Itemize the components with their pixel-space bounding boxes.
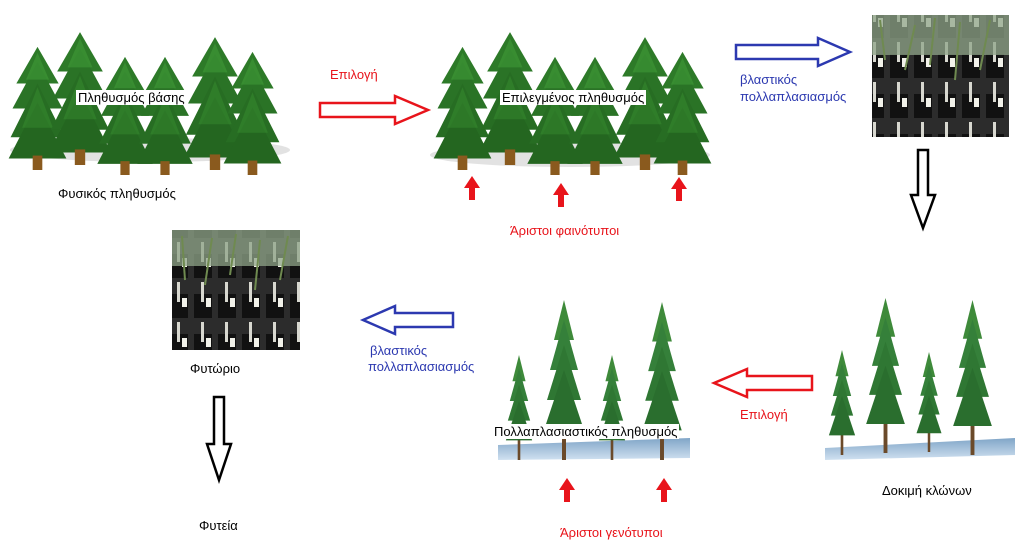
propagation-population-label: Πολλαπλασιαστικός πληθυσμός bbox=[492, 424, 680, 439]
selected-population-forest bbox=[430, 32, 712, 175]
selection-label-2: Επιλογή bbox=[740, 407, 788, 422]
vegetative-propagation-1-line2: πολλαπλασιασμός bbox=[740, 89, 847, 104]
down-arrow-left bbox=[205, 395, 233, 484]
best-genotype-markers bbox=[559, 478, 672, 502]
clone-test-label: Δοκιμή κλώνων bbox=[882, 483, 972, 498]
selection-label-1: Επιλογή bbox=[330, 67, 378, 82]
vegetative-propagation-2-line1: βλαστικός bbox=[370, 343, 428, 358]
nursery-photo-2 bbox=[172, 230, 300, 350]
plantation-label: Φυτεία bbox=[199, 518, 238, 533]
vegetative-propagation-1-line1: βλαστικός bbox=[740, 72, 798, 87]
base-population-label: Πληθυσμός βάσης bbox=[76, 90, 187, 105]
propagation-arrow-2 bbox=[359, 304, 455, 336]
base-population-forest bbox=[8, 32, 290, 175]
selection-arrow-1 bbox=[318, 94, 432, 126]
best-genotypes-label: Άριστοι γενότυποι bbox=[560, 525, 663, 540]
vegetative-propagation-label-1: βλαστικός πολλαπλασιασμός bbox=[740, 71, 846, 105]
natural-population-label: Φυσικός πληθυσμός bbox=[58, 186, 176, 201]
nursery-photo-1 bbox=[872, 15, 1009, 137]
propagation-population-trees bbox=[498, 300, 690, 460]
vegetative-propagation-label-2: βλαστικός πολλαπλασιασμός bbox=[368, 343, 474, 375]
down-arrow-right bbox=[909, 148, 937, 232]
nursery-label: Φυτώριο bbox=[190, 361, 241, 376]
clone-test-trees bbox=[825, 298, 1015, 460]
propagation-arrow-1 bbox=[734, 36, 854, 68]
best-phenotypes-label: Άριστοι φαινότυποι bbox=[510, 223, 620, 238]
best-phenotype-markers bbox=[464, 176, 687, 207]
selected-population-label: Επιλεγμένος πληθυσμός bbox=[500, 90, 647, 105]
vegetative-propagation-2-line2: πολλαπλασιασμός bbox=[368, 359, 475, 374]
selection-arrow-2 bbox=[710, 367, 814, 399]
